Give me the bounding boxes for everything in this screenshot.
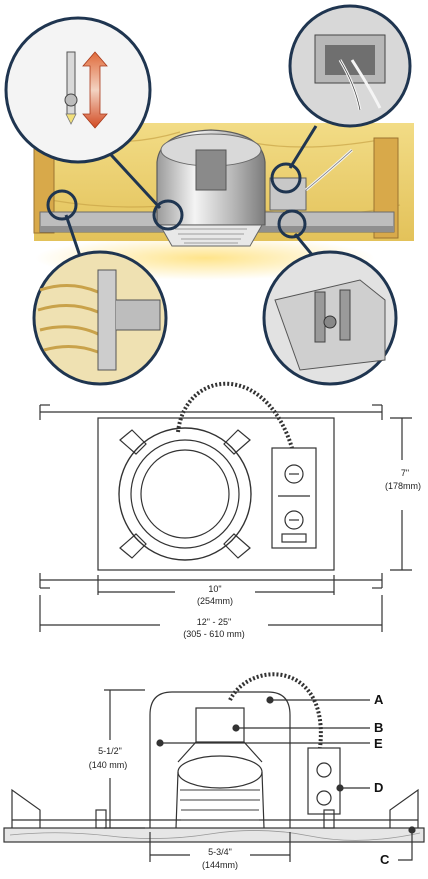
joist-detail [37,269,161,371]
side-junction-box [307,747,341,815]
illustration [33,123,414,280]
aperture-ring [118,427,252,561]
bracket-detail [274,279,386,371]
side-view [3,672,425,862]
side-height-metric: (140 mm) [88,760,128,770]
reflector [159,224,263,247]
lamp-detail [64,51,108,129]
plan-bar-range-imperial: 12" - 25" [196,617,232,627]
leader-c [398,828,413,861]
mounting-plate [97,417,335,571]
flex-conduit [176,381,294,449]
callout-d: D [374,780,384,795]
adjust-arrow-icon [82,51,108,129]
callout-a: A [374,692,384,707]
side-height-imperial: 5-1/2" [98,746,122,756]
callout-b: B [374,720,384,735]
leader-line-2 [288,125,318,169]
plan-frame-width-metric: (254mm) [196,596,233,606]
plan-junction-box [271,447,317,549]
plan-frame-width-imperial: 10" [208,584,222,594]
detail-circle-lamp [4,16,152,164]
side-flex-conduit [228,672,323,749]
plan-height-imperial: 7" [400,468,410,478]
plan-height-metric: (178mm) [384,481,421,491]
callout-e: E [374,736,383,751]
callout-c: C [380,852,390,867]
plan-view [39,381,412,632]
ceiling-board [3,827,425,843]
side-housing [149,691,291,828]
wiring-detail [314,34,386,111]
side-width-imperial: 5-3/4" [208,847,232,857]
side-width-metric: (144mm) [201,860,238,870]
plan-bar-range-metric: (305 - 610 mm) [183,629,245,639]
